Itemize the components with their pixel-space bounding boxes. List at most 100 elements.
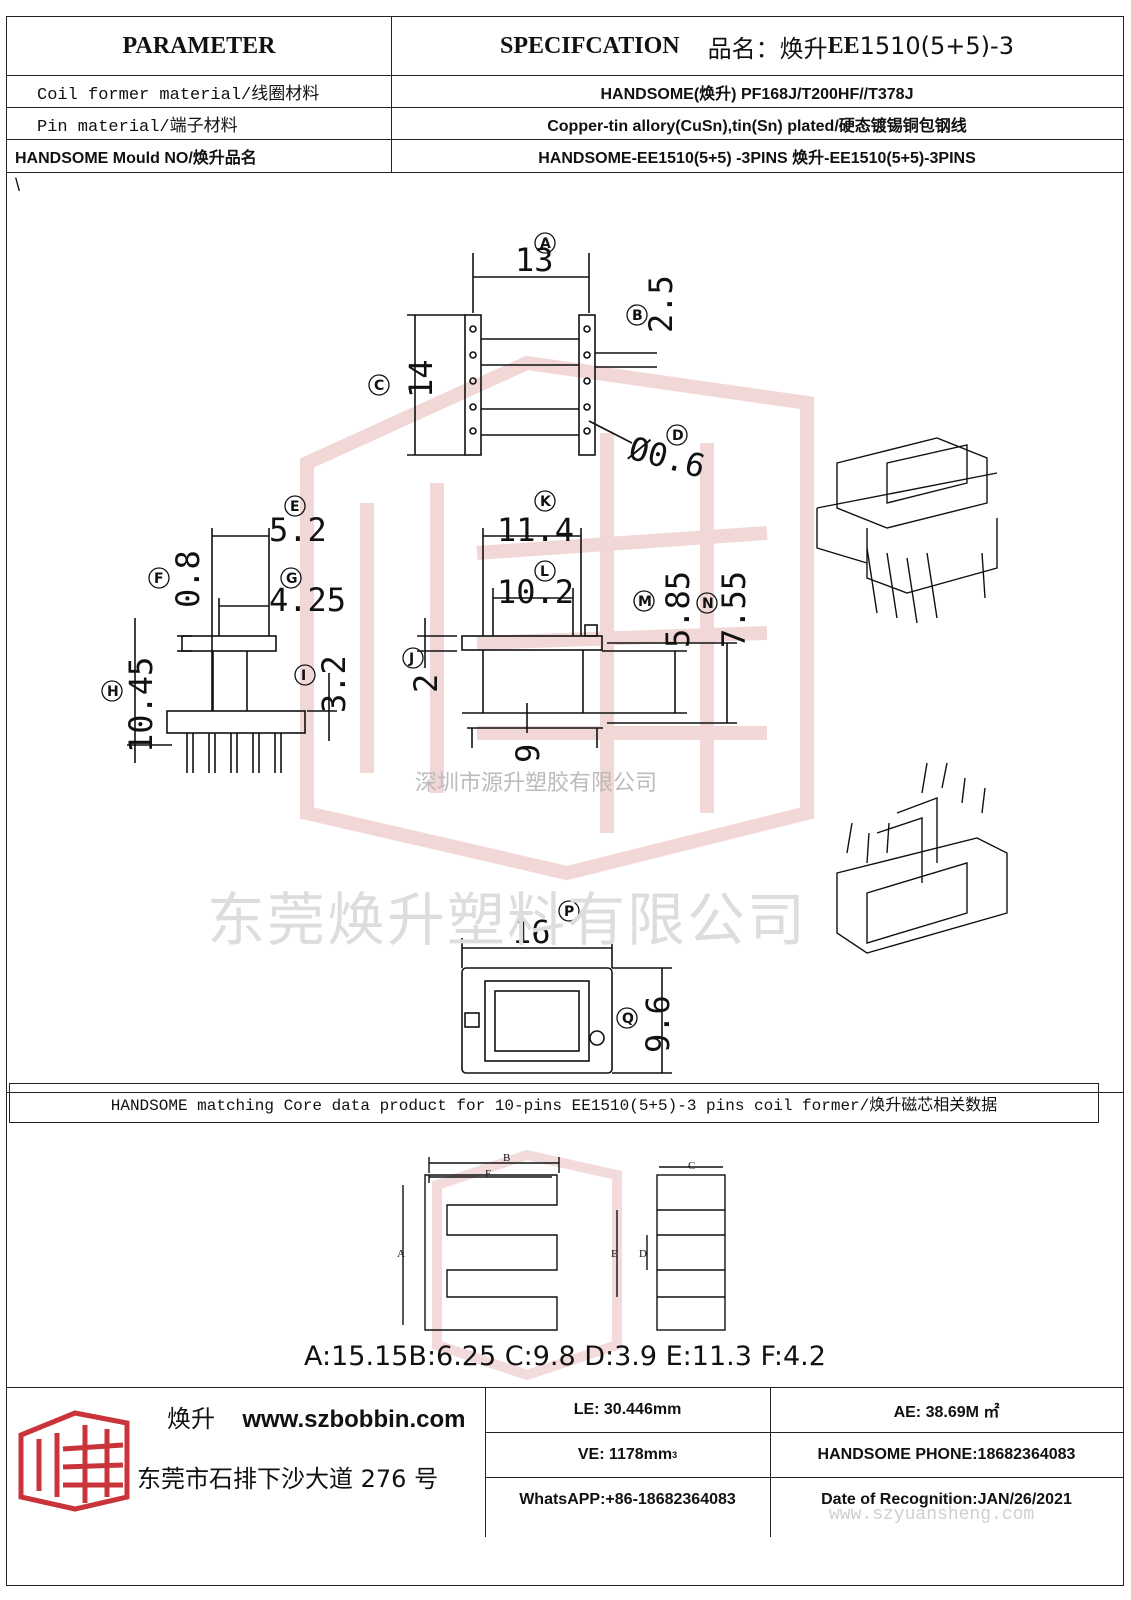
side-view [127, 528, 337, 773]
dim-a: 13 [515, 241, 554, 279]
circle-label-q: Q [616, 1007, 638, 1029]
dim-f: 0.8 [169, 550, 207, 608]
circle-label-m: M [633, 590, 655, 612]
svg-text:D: D [672, 428, 684, 444]
watermark-logo [300, 355, 814, 881]
param-value: Copper-tin allory(CuSn),tin(Sn) plated/硬… [547, 117, 967, 135]
circle-label-b: B [626, 304, 648, 326]
dim-m: 5.85 [659, 571, 697, 648]
circle-label-c: C [368, 374, 390, 396]
drawing-svg: 13 2.5 14 Ø0.6 5.2 0.8 4.25 10.45 3.2 2 … [101, 232, 1008, 1074]
spec-sheet: PARAMETER SPECIFCATION 品名：焕升 EE 1510(5+5… [6, 16, 1124, 1586]
svg-text:G: G [286, 571, 298, 587]
ve-sup: 3 [672, 1449, 678, 1460]
parameter-heading: PARAMETER [122, 32, 276, 59]
dim-c: 14 [402, 359, 440, 398]
svg-text:N: N [702, 596, 714, 612]
svg-text:J: J [408, 651, 414, 667]
circle-label-i: I [294, 664, 316, 686]
circle-label-g: G [280, 567, 302, 589]
product-name-suffix: 1510(5+5)-3 [859, 32, 1014, 60]
dim-b: 2.5 [642, 275, 680, 333]
svg-text:C: C [374, 378, 384, 394]
core-watermark [432, 1149, 622, 1381]
technical-drawing: \ [7, 173, 1123, 1093]
dim-n: 7.55 [715, 571, 753, 648]
product-name-prefix: 品名：焕升 [707, 34, 828, 63]
svg-text:E: E [290, 499, 300, 515]
spec-heading: SPECIFCATION 品名：焕升 EE 1510(5+5)-3 [391, 17, 1123, 75]
dim-9: 9 [509, 744, 547, 763]
front-view [417, 528, 737, 748]
brand-line: 焕升 www.szbobbin.com [167, 1399, 465, 1434]
core-drawing: B F C A E D [397, 1149, 726, 1381]
recognition-date: Date of Recognition:JAN/26/2021 [821, 1490, 1072, 1508]
footer: 焕升 www.szbobbin.com 东莞市石排下沙大道 276 号 LE: … [7, 1387, 1123, 1537]
dim-g: 4.25 [269, 581, 346, 619]
core-values: A:15.15B:6.25 C:9.8 D:3.9 E:11.3 F:4.2 [304, 1341, 826, 1372]
dim-e: 5.2 [269, 511, 327, 549]
ae-value: AE: 38.69M ㎡ [893, 1403, 1000, 1421]
circle-label-j: J [402, 647, 424, 669]
param-row: Coil former material/线圈材料 HANDSOME(焕升) P… [7, 76, 1123, 108]
circle-label-n: N [696, 592, 718, 614]
circle-label-a: A [534, 232, 556, 254]
header-row: PARAMETER SPECIFCATION 品名：焕升 EE 1510(5+5… [7, 17, 1123, 76]
dim-q: 9.6 [639, 995, 677, 1053]
svg-text:Q: Q [622, 1011, 634, 1027]
svg-text:B: B [632, 308, 643, 324]
dim-l: 10.2 [497, 573, 574, 611]
watermark-text-small: 深圳市源升塑胶有限公司 [415, 771, 658, 796]
core-label-f: F [485, 1168, 491, 1180]
circle-label-p: P [558, 900, 580, 922]
circle-label-h: H [101, 680, 123, 702]
param-label: Coil former material/线圈材料 [37, 85, 320, 105]
svg-text:K: K [540, 494, 552, 510]
param-value: HANDSOME-EE1510(5+5) -3PINS 焕升-EE1510(5+… [538, 150, 976, 167]
dim-h: 10.45 [122, 657, 160, 753]
param-value: HANDSOME(焕升) PF168J/T200HF//T378J [600, 85, 914, 103]
circle-label-e: E [284, 495, 306, 517]
svg-text:F: F [154, 571, 164, 587]
spec-label: SPECIFCATION [500, 32, 680, 59]
address: 东莞市石排下沙大道 276 号 [137, 1465, 439, 1493]
bottom-view [461, 938, 672, 1074]
whatsapp: WhatsAPP:+86-18682364083 [519, 1490, 736, 1508]
core-data-caption: HANDSOME matching Core data product for … [9, 1083, 1099, 1123]
dim-k: 11.4 [497, 511, 574, 549]
circle-labels: A B C D E F G H I J K L M N P Q [101, 232, 718, 1029]
iso-view-bottom [836, 762, 1008, 954]
param-label: HANDSOME Mould NO/焕升品名 [15, 150, 257, 167]
company-logo [18, 1410, 130, 1512]
website: www.szbobbin.com [242, 1406, 466, 1433]
watermark-text-large: 东莞焕升塑料有限公司 [207, 886, 808, 954]
product-name-model: EE [827, 32, 860, 59]
core-label-c: C [688, 1160, 695, 1172]
svg-text:A: A [540, 236, 551, 252]
svg-text:M: M [638, 594, 652, 610]
watermark-url: www.szyuansheng.com [829, 1505, 1035, 1525]
circle-label-d: D [666, 424, 688, 446]
circle-label-f: F [148, 567, 170, 589]
core-label-a: A [397, 1248, 405, 1260]
svg-text:I: I [301, 668, 306, 684]
param-row: HANDSOME Mould NO/焕升品名 HANDSOME-EE1510(5… [7, 140, 1123, 173]
dim-i: 3.2 [315, 655, 353, 713]
dimension-labels: 13 2.5 14 Ø0.6 5.2 0.8 4.25 10.45 3.2 2 … [122, 241, 753, 1053]
le-value: LE: 30.446mm [573, 1400, 682, 1418]
circle-label-k: K [534, 490, 556, 512]
brand-cn: 焕升 [167, 1405, 215, 1433]
top-view [407, 253, 657, 456]
svg-text:H: H [107, 684, 119, 700]
circle-label-l: L [534, 560, 556, 582]
dim-j: 2 [407, 674, 445, 693]
core-label-e: E [611, 1248, 618, 1260]
e-core-front [424, 1174, 558, 1331]
core-label-d: D [639, 1248, 647, 1260]
param-label: Pin material/端子材料 [37, 117, 238, 137]
e-core-side [656, 1174, 726, 1331]
iso-view-top [816, 437, 998, 624]
dim-p: 16 [512, 913, 551, 951]
svg-text:L: L [540, 564, 549, 580]
